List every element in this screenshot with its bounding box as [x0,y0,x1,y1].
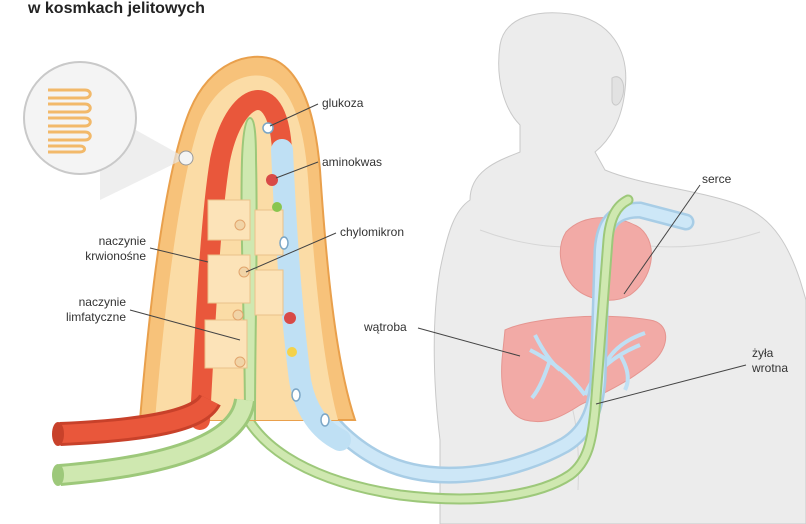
intestinal-villus [140,57,355,440]
lymph-tube-end [52,464,64,486]
diagram-title: w kosmkach jelitowych [28,0,205,18]
label-aminokwas: aminokwas [322,155,382,170]
glucose-molecule [321,414,329,426]
label-naczynie-krwionosne: naczynie krwionośne [60,234,146,264]
amino-acid-molecule [284,312,296,324]
chylomicron-particle [239,267,249,277]
blood-vessel-end [52,422,64,446]
label-naczynie-krwionosne-line1: naczynie [60,234,146,249]
label-glukoza: glukoza [322,96,363,111]
chylomicron-particle [235,357,245,367]
label-zyla-wrotna-line1: żyła [752,346,788,361]
tissue-block [208,200,250,240]
label-naczynie-limfatyczne: naczynie limfatyczne [40,295,126,325]
amino-acid-molecule [266,174,278,186]
tissue-block [255,210,283,255]
label-zyla-wrotna-line2: wrotna [752,361,788,376]
glucose-molecule [280,237,288,249]
zoom-focus-dot [179,151,193,165]
label-naczynie-limfatyczne-line2: limfatyczne [40,310,126,325]
glucose-molecule [263,123,273,133]
glucose-molecule [292,389,300,401]
chylomicron-particle [235,220,245,230]
amino-acid-molecule [287,347,297,357]
label-naczynie-krwionosne-line2: krwionośne [60,249,146,264]
label-watroba: wątroba [364,320,407,335]
chylomicron-particle [233,310,243,320]
label-naczynie-limfatyczne-line1: naczynie [40,295,126,310]
label-zyla-wrotna: żyła wrotna [752,346,788,376]
amino-acid-molecule [272,202,282,212]
microvillus-zoom [24,62,193,200]
label-serce: serce [702,172,731,187]
label-chylomikron: chylomikron [340,225,404,240]
tissue-block [208,255,250,303]
tissue-block [255,270,283,315]
